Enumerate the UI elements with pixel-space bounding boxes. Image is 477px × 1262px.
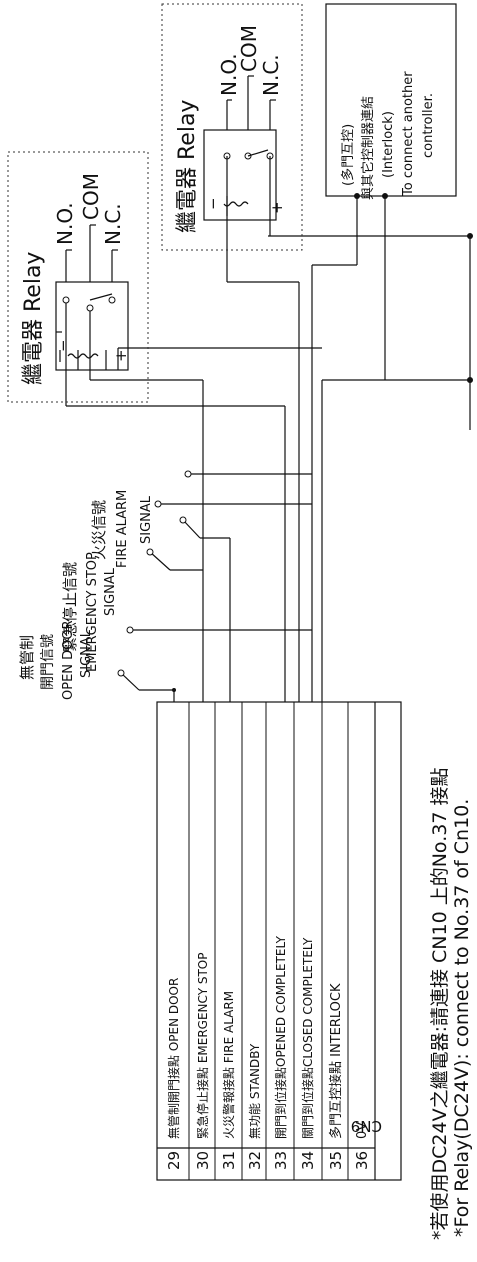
- pin-number: 32: [246, 1151, 264, 1170]
- table-row: 29 無管制開門接點 OPEN DOOR: [165, 978, 183, 1170]
- table-row: 33 開門到位接點OPENED COMPLETELY: [272, 935, 290, 1170]
- pin-label: 火災警報接點 FIRE ALARM: [221, 991, 236, 1139]
- table-row: 31 火災警報接點 FIRE ALARM: [220, 991, 238, 1170]
- pin-number: 36: [353, 1151, 371, 1170]
- connector-name: CN9: [351, 1117, 382, 1135]
- relay-2: 繼電器 Relay − + N.O. COM N.C.: [161, 3, 303, 251]
- svg-text:OPEN DOOR: OPEN DOOR: [61, 620, 76, 700]
- table-row: 30 緊急停止接點 EMERGENCY STOP: [194, 953, 212, 1170]
- svg-text:(多門互控): (多門互控): [340, 124, 356, 186]
- relay-2-coil-icon: [223, 201, 249, 207]
- svg-text:SIGNAL: SIGNAL: [103, 567, 118, 616]
- svg-text:SIGNAL: SIGNAL: [139, 495, 154, 544]
- relay-1-nc: N.C.: [101, 203, 125, 245]
- table-row: 32 無功能 STANDBY: [246, 1043, 264, 1170]
- pin-number: 29: [165, 1151, 183, 1170]
- svg-text:(Interlock): (Interlock): [381, 111, 396, 178]
- relay-2-body: [203, 129, 277, 221]
- pin-number: 33: [272, 1151, 290, 1170]
- row-dividers: [188, 702, 349, 1180]
- switch-label-emergency: 緊急停止信號 EMERGENCY STOP SIGNAL: [61, 552, 118, 672]
- relay-2-nc: N.C.: [259, 54, 283, 96]
- wires: [59, 196, 471, 702]
- svg-text:火災信號: 火災信號: [90, 500, 108, 560]
- relay-1-title: 繼電器 Relay: [21, 252, 46, 385]
- pin-label: 多門互控接點 INTERLOCK: [328, 983, 344, 1139]
- table-row: 36 0V: [353, 1122, 371, 1170]
- interlock-box-border: [325, 3, 457, 197]
- relay-1-plus: +: [112, 349, 130, 362]
- relay-2-no: N.O.: [217, 53, 241, 96]
- table-row: 35 多門互控接點 INTERLOCK: [327, 983, 345, 1170]
- svg-text:開門信號: 開門信號: [40, 634, 56, 690]
- switch-label-open-door: 無管制 開門信號 OPEN DOOR SIGNAL: [18, 620, 94, 700]
- svg-text:FIRE ALARM: FIRE ALARM: [115, 490, 130, 568]
- svg-text:controller.: controller.: [421, 93, 436, 158]
- pin-label: 0V: [355, 1122, 370, 1139]
- pin-label: 關門到位接點CLOSED COMPLETELY: [300, 937, 315, 1139]
- pin-number: 30: [194, 1151, 212, 1170]
- pin-number: 31: [220, 1151, 238, 1170]
- relay-2-minus: −: [204, 197, 222, 210]
- switch-contacts: [117, 470, 192, 677]
- table-border: [156, 701, 402, 1181]
- junction-dots: [127, 193, 473, 692]
- relay-2-plus: +: [268, 201, 286, 214]
- svg-text:與其它控制器連結: 與其它控制器連結: [360, 96, 376, 200]
- relay-2-title: 繼電器 Relay: [175, 100, 200, 233]
- footnotes: *若使用DC24V之繼電器:請連接 CN10 上的No.37 接點 *For R…: [429, 768, 473, 1240]
- relay-2-border: [161, 3, 303, 251]
- relay-1-minus: −: [54, 339, 72, 352]
- svg-text:To connect another: To connect another: [401, 71, 416, 197]
- interlock-box: (多門互控) 與其它控制器連結 (Interlock) To connect a…: [325, 3, 457, 200]
- table-row: 34 關門到位接點CLOSED COMPLETELY: [299, 937, 317, 1170]
- svg-text:SIGNAL: SIGNAL: [79, 629, 94, 678]
- pin-label: 無功能 STANDBY: [247, 1043, 262, 1139]
- relay-1-no: N.O.: [53, 202, 77, 245]
- pin-label: 緊急停止接點 EMERGENCY STOP: [195, 953, 210, 1139]
- note-english: *For Relay(DC24V): connect to No.37 of C…: [451, 799, 473, 1237]
- pin-label: 開門到位接點OPENED COMPLETELY: [273, 935, 288, 1139]
- svg-text:緊急停止信號: 緊急停止信號: [61, 562, 79, 652]
- pin-label: 無管制開門接點 OPEN DOOR: [166, 978, 181, 1139]
- relay-2-com: COM: [237, 25, 261, 72]
- relay-1: 繼電器 Relay − + N.O. COM N.C.: [7, 151, 149, 403]
- relay-1-coil-icon: [67, 353, 99, 359]
- cn9-table: CN9 29 無管制開門接點 OPEN DOOR 30 緊急停止接點 EMERG…: [156, 701, 402, 1181]
- relay-1-com: COM: [79, 173, 103, 220]
- pin-number: 35: [327, 1151, 345, 1170]
- svg-text:無管制: 無管制: [18, 635, 36, 680]
- pin-number: 34: [299, 1151, 317, 1170]
- relay-1-body: [55, 281, 129, 371]
- note-chinese: *若使用DC24V之繼電器:請連接 CN10 上的No.37 接點: [429, 768, 451, 1240]
- relay-1-border: [7, 151, 149, 403]
- svg-text:EMERGENCY STOP: EMERGENCY STOP: [85, 552, 100, 672]
- switch-label-fire: 火災信號 FIRE ALARM SIGNAL: [90, 490, 154, 568]
